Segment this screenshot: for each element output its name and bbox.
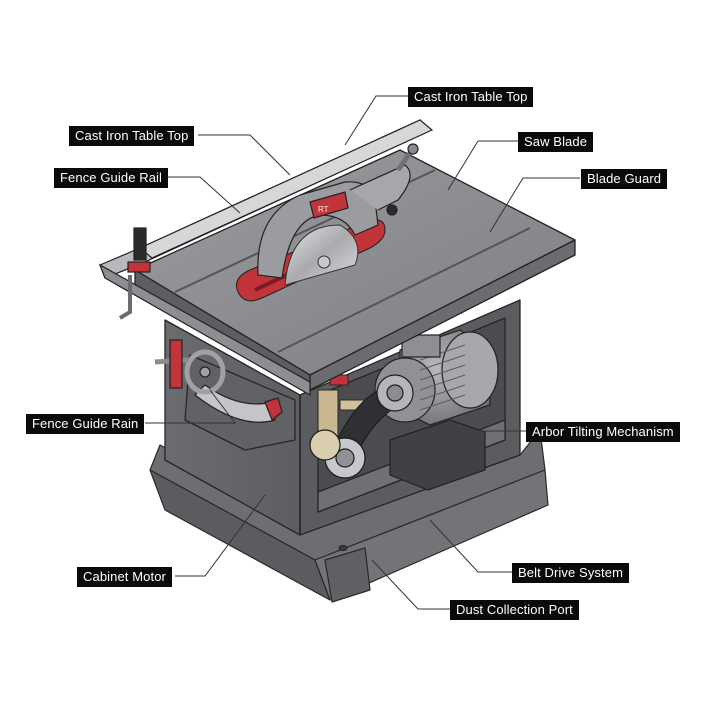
leader-cabinet-motor [175, 494, 266, 577]
label-arbor-tilting-mechanism: Arbor Tilting Mechanism [526, 422, 680, 442]
leader-fence-guide-rain [145, 389, 237, 424]
fence-rail [98, 119, 434, 397]
saw-blade [284, 224, 359, 286]
label-dust-collection-port: Dust Collection Port [450, 600, 579, 620]
leader-cast-iron-left [198, 134, 291, 176]
label-blade-guard: Blade Guard [581, 169, 668, 189]
leader-belt-drive [429, 519, 512, 573]
arbor-assembly [317, 374, 365, 441]
leader-lines [145, 95, 580, 610]
label-cast-iron-table-top-left: Cast Iron Table Top [69, 126, 195, 146]
belt-drive [309, 374, 414, 479]
label-cabinet-motor: Cabinet Motor [77, 567, 172, 587]
label-fence-guide-rain: Fence Guide Rain [26, 414, 145, 434]
handwheel [154, 339, 283, 423]
leader-cast-iron-upper [344, 95, 408, 146]
leader-fence-guide-rail [168, 176, 241, 214]
label-cast-iron-table-top-upper: Cast Iron Table Top [408, 87, 534, 107]
label-saw-blade: Saw Blade [518, 132, 594, 152]
guard-marking: RT [318, 205, 329, 214]
leader-saw-blade [447, 140, 518, 191]
label-fence-guide-rail: Fence Guide Rail [54, 168, 169, 188]
leader-blade-guard [489, 177, 580, 233]
leader-dust-collection [371, 559, 450, 610]
blade-guard: RT [257, 143, 419, 279]
label-belt-drive-system: Belt Drive System [512, 563, 630, 583]
